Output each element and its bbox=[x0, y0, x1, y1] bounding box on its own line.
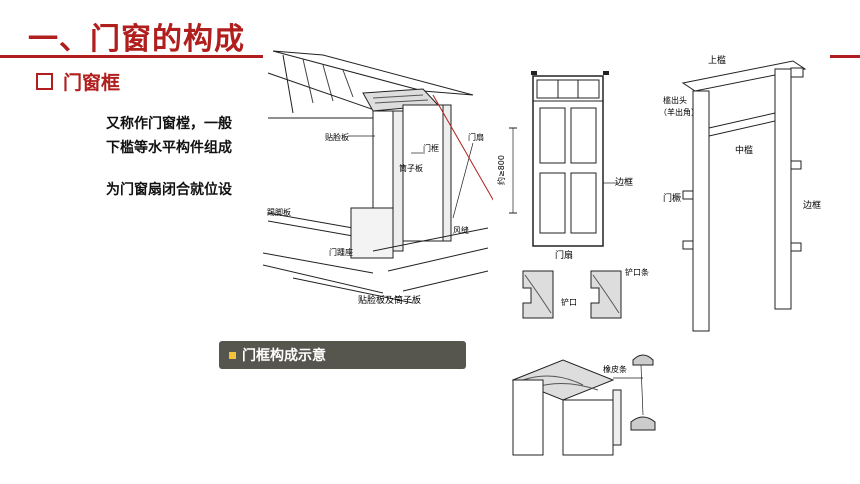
label-kanchutou: 槛出头 bbox=[663, 95, 687, 105]
label-menjue: 门橛 bbox=[663, 192, 681, 204]
label-yangchujiao: （羊出角） bbox=[663, 107, 699, 117]
label-dim: 约≥800 bbox=[496, 155, 506, 185]
label-menshan: 门扇 bbox=[468, 132, 484, 142]
label-tijiaoban: 踢脚板 bbox=[267, 207, 291, 217]
label-shangkan: 上槛 bbox=[708, 54, 726, 66]
paragraph-line-3: 为门窗扇闭合就位设 bbox=[106, 182, 232, 198]
checkbox-square-icon bbox=[36, 73, 53, 90]
page-title: 一、门窗的构成 bbox=[28, 22, 245, 57]
bullet-square-icon bbox=[229, 351, 236, 359]
figure-caption-label: 门框构成示意 bbox=[242, 348, 326, 364]
paragraph-line-2: 下槛等水平构件组成 bbox=[106, 140, 232, 156]
section-heading: 门窗框 bbox=[36, 68, 120, 95]
section-heading-label: 门窗框 bbox=[63, 72, 121, 94]
label-tongziban: 筒子板 bbox=[399, 163, 423, 173]
label-menkuang: 门框 bbox=[423, 143, 439, 153]
label-biankuang-right: 边框 bbox=[803, 199, 821, 211]
label-zhongkan: 中槛 bbox=[735, 144, 753, 156]
label-fengfeng: 风缝 bbox=[453, 225, 469, 235]
label-chankou: 铲口 bbox=[561, 297, 577, 307]
label-biankuang: 边框 bbox=[615, 176, 633, 188]
figure-caption-bar: 门框构成示意 bbox=[219, 341, 466, 369]
paragraph-line-1: 又称作门窗樘，一般 bbox=[106, 116, 232, 132]
label-xiangpitiao: 橡皮条 bbox=[603, 364, 627, 374]
label-tielianban: 贴脸板 bbox=[325, 132, 349, 142]
label-menshan-mid: 门扇 bbox=[555, 249, 573, 261]
figure-weatherstrip: 橡皮条 bbox=[503, 340, 665, 458]
label-left-caption: 贴脸板及筒子板 bbox=[358, 294, 421, 306]
figure-casing-trim: 贴脸板 门框 门扇 筒子板 踢脚板 门踵座 风缝 贴脸板及筒子板 bbox=[262, 43, 539, 313]
label-chankoutiao: 铲口条 bbox=[625, 267, 649, 277]
label-menkuangzuo: 门踵座 bbox=[329, 247, 353, 257]
figure-door-leaf: 约≥800 边框 门扇 铲口条 铲口 bbox=[493, 43, 663, 338]
figure-door-frame: 上槛 槛出头 （羊出角） 中槛 门橛 边框 bbox=[659, 43, 830, 338]
